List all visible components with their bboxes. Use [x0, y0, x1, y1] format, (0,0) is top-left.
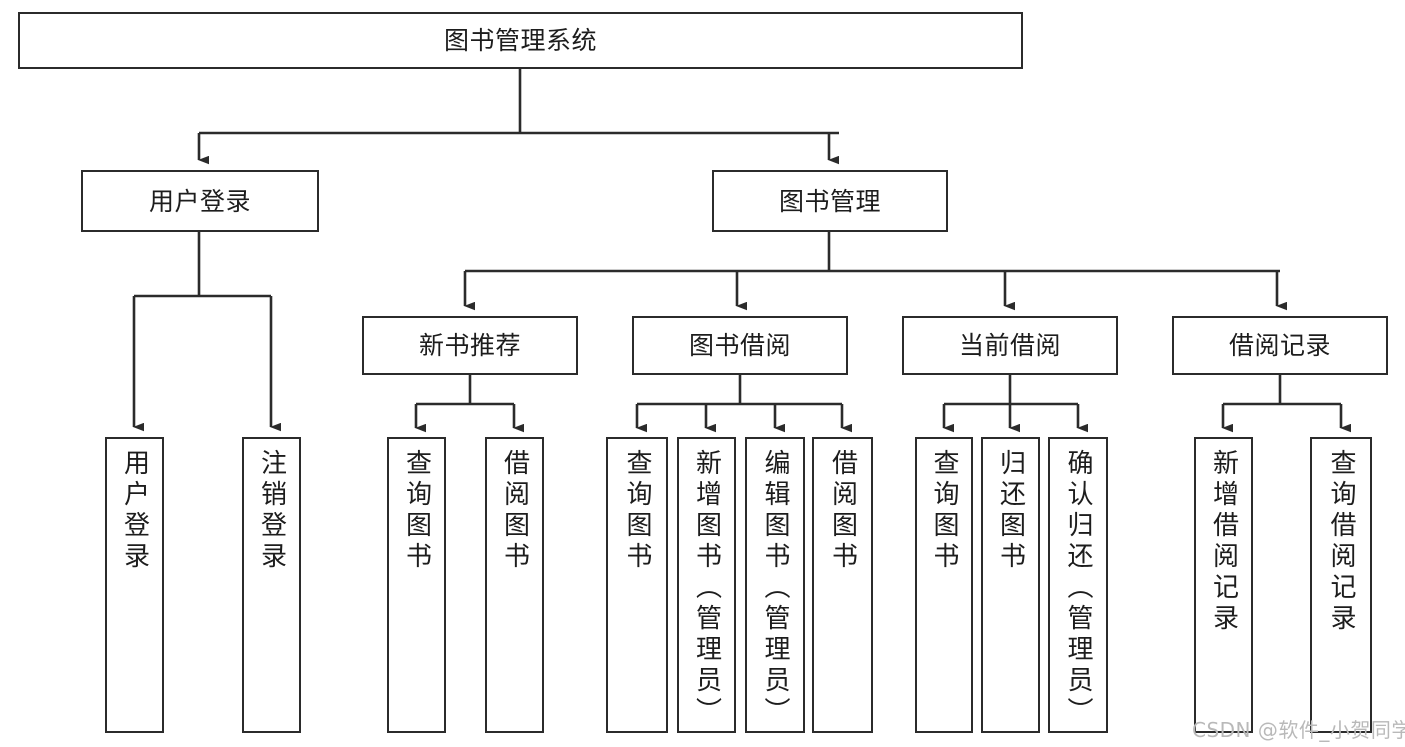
leaf-borrow-book-rec-label: 借阅图书 — [499, 449, 530, 573]
node-book-borrow-label: 图书借阅 — [688, 331, 791, 360]
node-book-manage[interactable]: 图书管理 — [712, 170, 948, 232]
leaf-edit-book[interactable]: 编辑图书（管理员） — [745, 437, 805, 733]
node-borrow-record-label: 借阅记录 — [1228, 331, 1331, 360]
leaf-logout[interactable]: 注销登录 — [242, 437, 301, 733]
node-user-login-label: 用户登录 — [148, 186, 251, 216]
leaf-borrow-book-bor-label: 借阅图书 — [827, 449, 858, 573]
leaf-confirm-return-label: 确认归还（管理员） — [1063, 449, 1093, 728]
leaf-query-book-cur[interactable]: 查询图书 — [915, 437, 973, 733]
leaf-query-book-bor-label: 查询图书 — [622, 449, 652, 573]
node-book-borrow[interactable]: 图书借阅 — [632, 316, 848, 375]
node-root[interactable]: 图书管理系统 — [18, 12, 1023, 69]
leaf-confirm-return[interactable]: 确认归还（管理员） — [1048, 437, 1108, 733]
leaf-user-login[interactable]: 用户登录 — [105, 437, 164, 733]
leaf-add-record[interactable]: 新增借阅记录 — [1194, 437, 1253, 733]
leaf-borrow-book-bor[interactable]: 借阅图书 — [812, 437, 873, 733]
node-new-book-recommend-label: 新书推荐 — [418, 331, 521, 360]
leaf-user-login-label: 用户登录 — [119, 449, 150, 573]
leaf-edit-book-label: 编辑图书（管理员） — [760, 449, 790, 728]
leaf-add-record-label: 新增借阅记录 — [1208, 449, 1239, 635]
leaf-query-record-label: 查询借阅记录 — [1326, 449, 1356, 635]
node-current-borrow-label: 当前借阅 — [958, 331, 1061, 360]
node-user-login[interactable]: 用户登录 — [81, 170, 319, 232]
leaf-return-book[interactable]: 归还图书 — [981, 437, 1040, 733]
leaf-add-book-label: 新增图书（管理员） — [691, 449, 722, 728]
leaf-borrow-book-rec[interactable]: 借阅图书 — [485, 437, 544, 733]
node-book-manage-label: 图书管理 — [778, 186, 881, 216]
leaf-query-book-bor[interactable]: 查询图书 — [606, 437, 668, 733]
leaf-query-book-rec-label: 查询图书 — [401, 449, 432, 573]
node-new-book-recommend[interactable]: 新书推荐 — [362, 316, 578, 375]
node-root-label: 图书管理系统 — [443, 26, 597, 55]
leaf-add-book[interactable]: 新增图书（管理员） — [677, 437, 736, 733]
leaf-query-book-cur-label: 查询图书 — [929, 449, 959, 573]
node-current-borrow[interactable]: 当前借阅 — [902, 316, 1118, 375]
node-borrow-record[interactable]: 借阅记录 — [1172, 316, 1388, 375]
leaf-query-record[interactable]: 查询借阅记录 — [1310, 437, 1372, 733]
leaf-query-book-rec[interactable]: 查询图书 — [387, 437, 446, 733]
leaf-logout-label: 注销登录 — [256, 449, 287, 573]
leaf-return-book-label: 归还图书 — [995, 449, 1026, 573]
connectors — [132, 69, 1351, 433]
